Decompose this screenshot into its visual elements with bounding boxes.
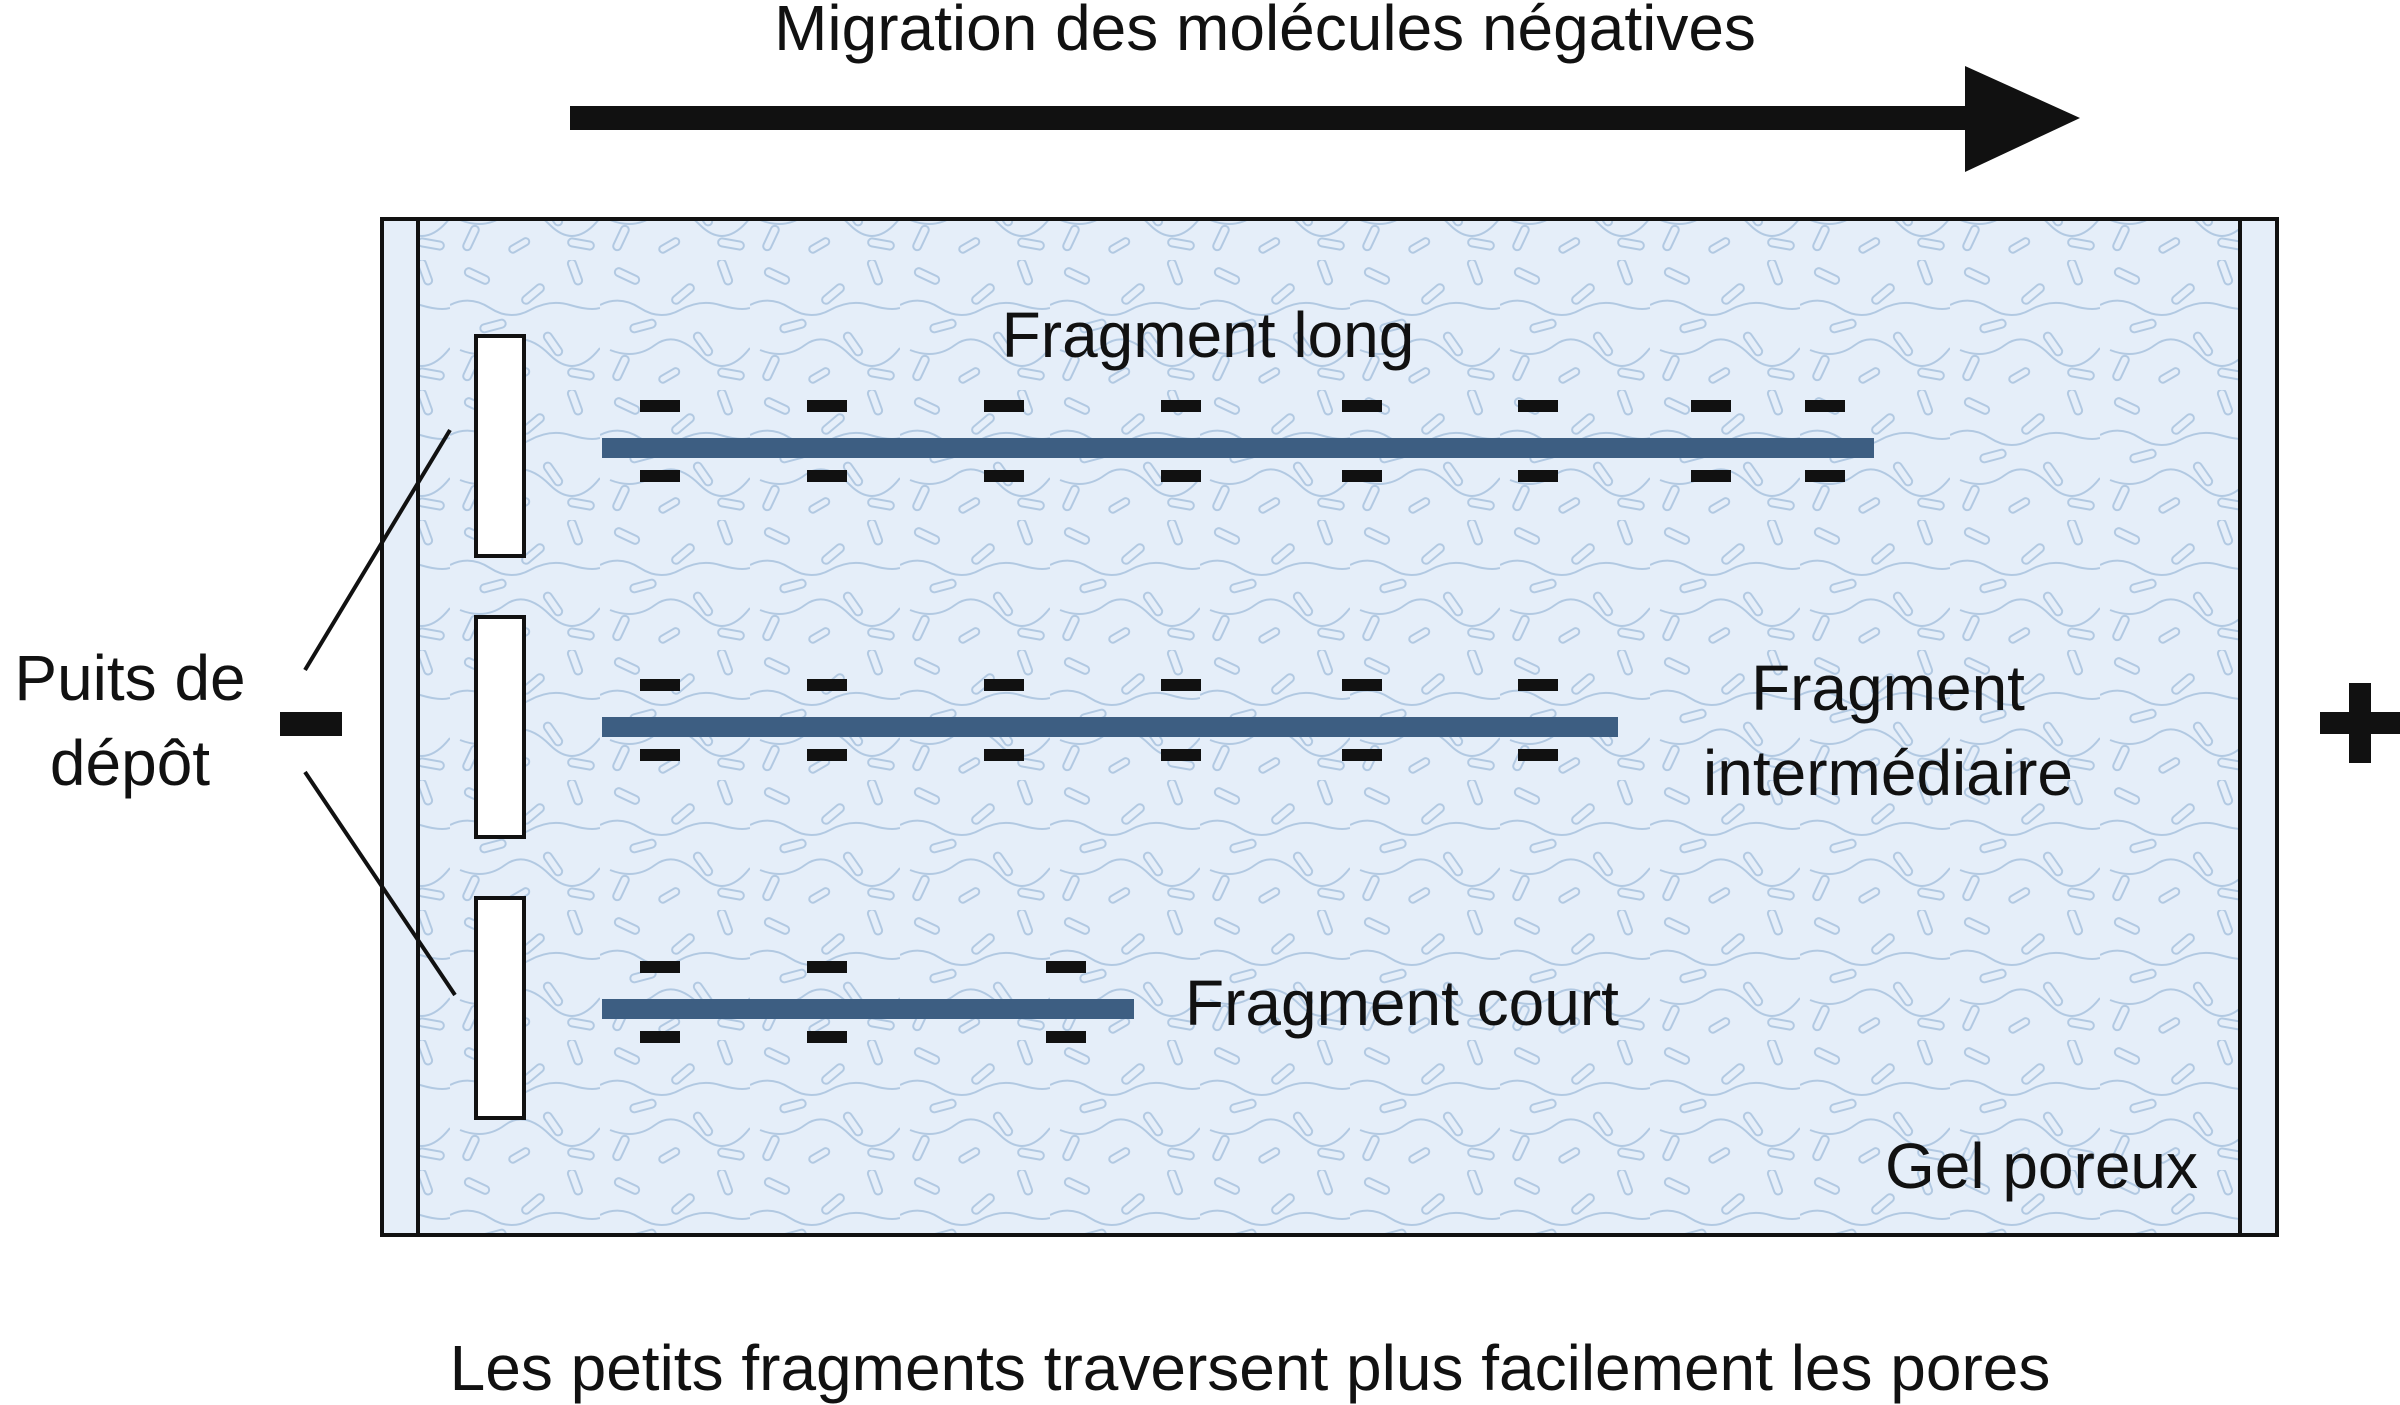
negative-charge-icon <box>1046 961 1086 973</box>
negative-charge-icon <box>807 679 847 691</box>
wells-label: Puits de dépôt <box>14 428 457 997</box>
negative-charge-icon <box>807 749 847 761</box>
caption: Les petits fragments traversent plus fac… <box>450 1332 2051 1404</box>
migration-arrow <box>570 66 2080 172</box>
wells-label-line1: Puits de <box>14 642 245 714</box>
fragment-intermediate-charges <box>640 679 1558 761</box>
negative-charge-icon <box>1518 749 1558 761</box>
fragment-short-band <box>602 999 1134 1019</box>
gel-box <box>380 217 2279 1237</box>
negative-charge-icon <box>1161 749 1201 761</box>
negative-charge-icon <box>1161 470 1201 482</box>
anode-plus-icon <box>2320 683 2400 763</box>
negative-charge-icon <box>640 961 680 973</box>
negative-charge-icon <box>807 470 847 482</box>
negative-charge-icon <box>984 679 1024 691</box>
negative-charge-icon <box>640 1031 680 1043</box>
fragment-short-label: Fragment court <box>1185 967 1619 1039</box>
fragment-intermediate: Fragment intermédiaire <box>602 652 2073 809</box>
negative-charge-icon <box>984 470 1024 482</box>
negative-charge-icon <box>640 749 680 761</box>
fragment-intermediate-label-line2: intermédiaire <box>1703 737 2073 809</box>
negative-charge-icon <box>807 961 847 973</box>
negative-charge-icon <box>984 749 1024 761</box>
fragment-long-charges <box>640 400 1845 482</box>
negative-charge-icon <box>640 400 680 412</box>
wells-pointer-line <box>303 428 452 672</box>
well <box>474 896 526 1120</box>
negative-charge-icon <box>807 400 847 412</box>
negative-charge-icon <box>1518 400 1558 412</box>
wells-label-line2: dépôt <box>50 727 210 799</box>
fragment-short-charges <box>640 961 1086 1043</box>
negative-charge-icon <box>1342 400 1382 412</box>
fragment-intermediate-label-line1: Fragment <box>1751 652 2025 724</box>
well <box>474 615 526 839</box>
well <box>474 334 526 558</box>
negative-charge-icon <box>984 400 1024 412</box>
negative-charge-icon <box>640 470 680 482</box>
negative-charge-icon <box>807 1031 847 1043</box>
gel-label: Gel poreux <box>1885 1130 2198 1202</box>
wells-pointer-line <box>303 770 457 997</box>
migration-title: Migration des molécules négatives <box>774 0 1756 64</box>
negative-charge-icon <box>1342 470 1382 482</box>
negative-charge-icon <box>1161 679 1201 691</box>
fragment-long-band <box>602 438 1874 458</box>
negative-charge-icon <box>1342 749 1382 761</box>
fragment-short: Fragment court <box>602 961 1619 1043</box>
negative-charge-icon <box>1342 679 1382 691</box>
negative-charge-icon <box>1691 400 1731 412</box>
negative-charge-icon <box>1518 470 1558 482</box>
negative-charge-icon <box>1691 470 1731 482</box>
negative-charge-icon <box>640 679 680 691</box>
cathode-minus-icon <box>280 712 342 736</box>
negative-charge-icon <box>1805 400 1845 412</box>
fragment-long-label: Fragment long <box>1002 299 1415 371</box>
negative-charge-icon <box>1161 400 1201 412</box>
negative-charge-icon <box>1046 1031 1086 1043</box>
negative-charge-icon <box>1805 470 1845 482</box>
fragment-long: Fragment long <box>602 299 1874 482</box>
fragment-intermediate-band <box>602 717 1618 737</box>
loading-wells <box>474 334 526 1120</box>
negative-charge-icon <box>1518 679 1558 691</box>
